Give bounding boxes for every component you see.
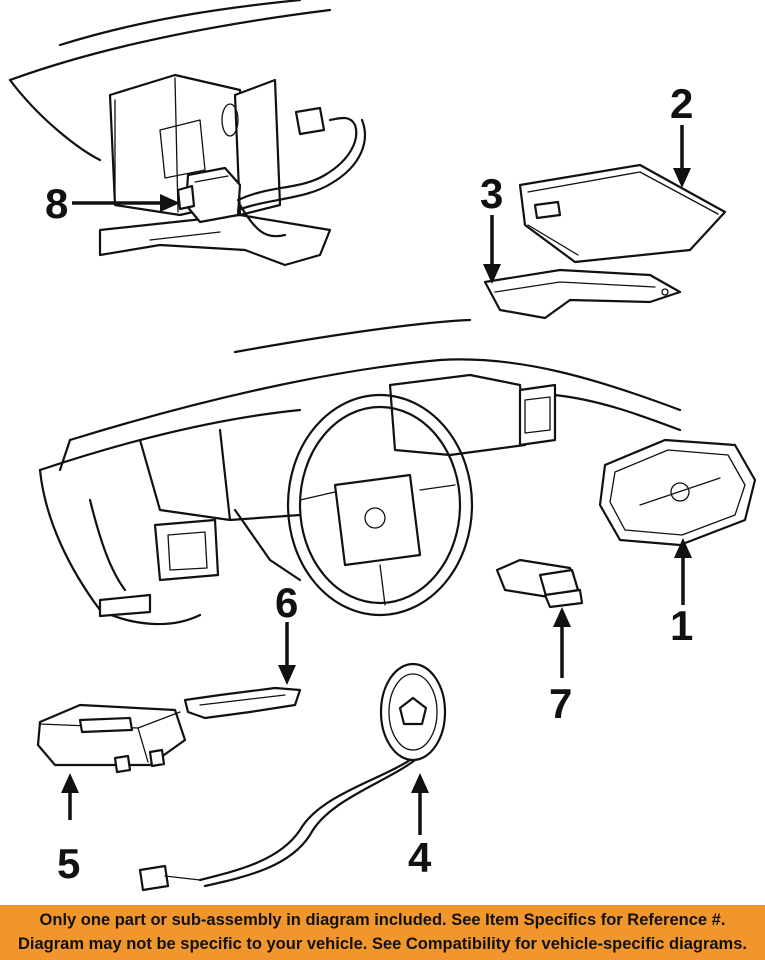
callout-arrows: [61, 125, 692, 835]
callout-number-7: 7: [549, 680, 572, 727]
module-location-view: [8, 0, 366, 267]
callout-number-8: 8: [45, 180, 68, 227]
callout-number-5: 5: [57, 840, 80, 887]
steering-wheel: [286, 393, 474, 617]
parts-diagram: 8 2 3 1 7 6 5 4: [8, 0, 757, 892]
callout-number-6: 6: [275, 579, 298, 626]
callout-number-4: 4: [408, 834, 432, 881]
driver-airbag-module: [598, 438, 757, 547]
passenger-airbag-module: [518, 163, 727, 264]
disclaimer-line-1: Only one part or sub-assembly in diagram…: [39, 911, 726, 929]
callout-number-3: 3: [480, 170, 503, 217]
disclaimer-banner: Only one part or sub-assembly in diagram…: [0, 905, 765, 960]
callout-number-2: 2: [670, 80, 693, 127]
airbag-bracket: [483, 268, 682, 320]
diagnostic-control-module: [36, 703, 187, 774]
instrument-panel: [38, 318, 682, 626]
impact-sensor: [495, 558, 584, 609]
disclaimer-line-2: Diagram may not be specific to your vehi…: [18, 935, 747, 953]
clockspring: [138, 662, 447, 892]
callout-number-1: 1: [670, 602, 693, 649]
knee-bolster-bracket: [183, 686, 302, 720]
